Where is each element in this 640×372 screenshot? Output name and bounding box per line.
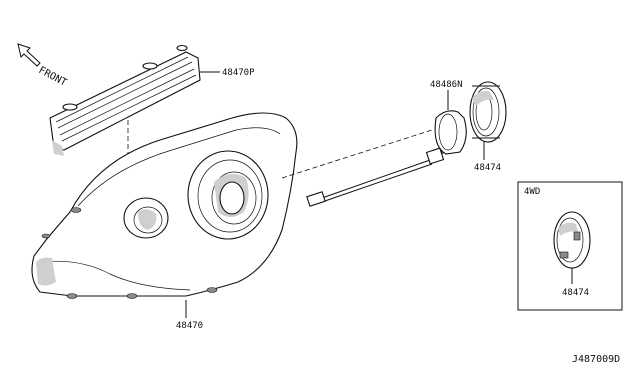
inset-title: 4WD	[524, 187, 540, 197]
label-main-cover: 48470	[176, 321, 203, 331]
front-label: FRONT	[37, 65, 69, 89]
ring-socket	[469, 81, 507, 143]
inset-4wd-box: 4WD 48474	[517, 181, 623, 311]
upper-column-cover	[49, 44, 201, 156]
diagram-code: J487009D	[572, 354, 620, 365]
lower-column-cover	[31, 112, 298, 299]
alignment-line-ring	[281, 129, 433, 179]
wire-harness	[306, 140, 452, 207]
label-inset-ring: 48474	[562, 288, 589, 298]
label-ring-bezel: 48486N	[430, 80, 463, 90]
inset-ring-socket	[553, 211, 591, 269]
ring-bezel	[434, 110, 467, 155]
label-upper-cover: 48470P	[222, 68, 255, 78]
label-ring-socket: 48474	[474, 163, 501, 173]
front-arrow-icon	[17, 43, 41, 67]
